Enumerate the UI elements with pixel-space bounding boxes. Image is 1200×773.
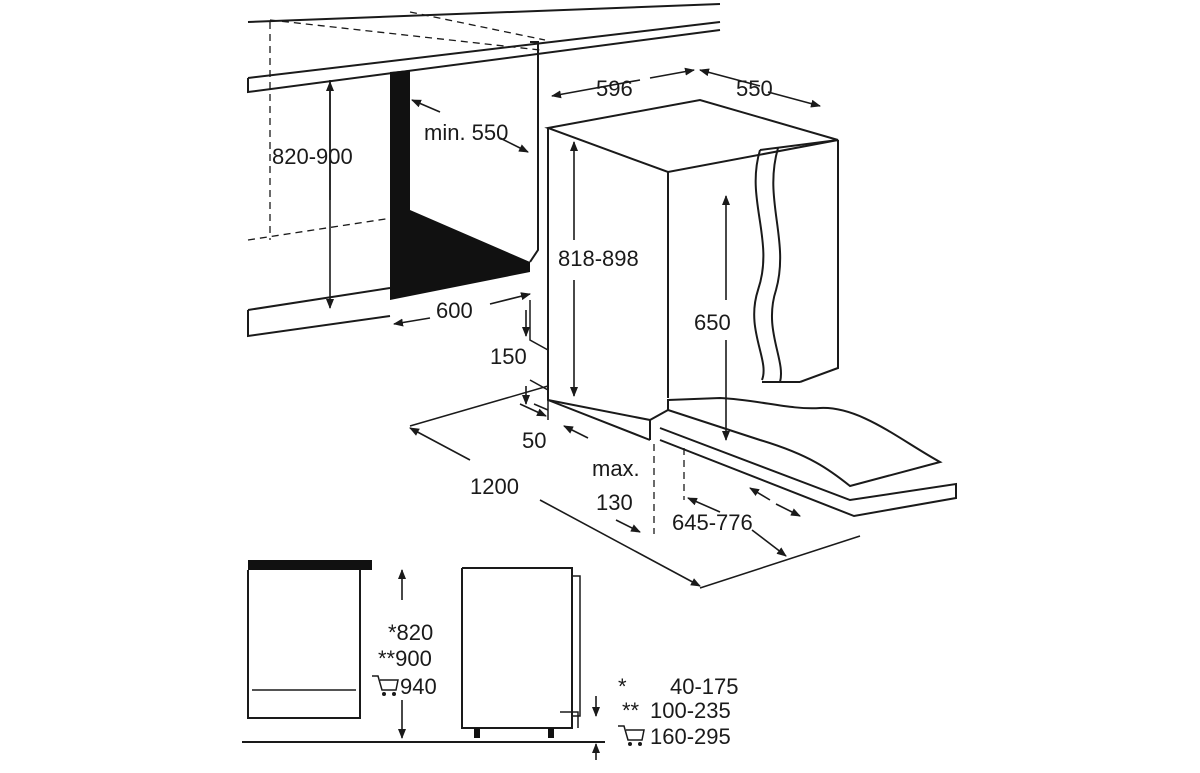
legend-mark-1: * xyxy=(618,674,627,699)
label-total-width: 1200 xyxy=(470,474,519,499)
dim-door-height: 650 xyxy=(694,195,731,441)
dim-width-top: 596 xyxy=(551,67,695,101)
label-plinth-depth: 50 xyxy=(522,428,546,453)
dim-plinth-height: 150 xyxy=(490,310,549,411)
label-depth-top: 550 xyxy=(736,76,773,101)
label-side-900: **900 xyxy=(378,646,432,671)
side-view-dishwasher xyxy=(461,567,581,738)
legend-value-3: 160-295 xyxy=(650,724,731,749)
label-door-height: 650 xyxy=(694,310,731,335)
cart-icon xyxy=(372,675,399,696)
label-door-range: 645-776 xyxy=(672,510,753,535)
legend-value-2: 100-235 xyxy=(650,698,731,723)
dim-plinth-depth: 50 xyxy=(519,403,589,453)
legend-mark-2: ** xyxy=(622,698,640,723)
dim-door-range: 645-776 xyxy=(672,487,801,557)
label-max: max. xyxy=(592,456,640,481)
label-max-value: 130 xyxy=(596,490,633,515)
cabinet-niche xyxy=(247,3,721,338)
label-appliance-height: 818-898 xyxy=(558,246,639,271)
legend: * 40-175 ** 100-235 160-295 xyxy=(618,674,739,749)
label-side-820: *820 xyxy=(388,620,433,645)
label-niche-width: 600 xyxy=(436,298,473,323)
dim-appliance-height: 818-898 xyxy=(558,141,639,397)
dim-niche-width: 600 xyxy=(393,292,531,327)
cart-icon-legend xyxy=(618,725,645,746)
side-view-cabinet xyxy=(242,560,605,743)
dim-depth-top: 550 xyxy=(699,68,821,108)
dim-niche-height: 820-900 xyxy=(272,80,353,309)
dim-max-gap: max. 130 xyxy=(592,444,685,534)
door-panel xyxy=(649,139,957,518)
legend-value-1: 40-175 xyxy=(670,674,739,699)
label-width-top: 596 xyxy=(596,76,633,101)
label-side-940: 940 xyxy=(400,674,437,699)
label-niche-height: 820-900 xyxy=(272,144,353,169)
label-plinth-height: 150 xyxy=(490,344,527,369)
dim-min-depth: min. 550 xyxy=(411,99,529,153)
dim-total-width: 1200 xyxy=(409,385,861,589)
label-min-depth: min. 550 xyxy=(424,120,508,145)
dim-side-height: *820 **900 940 xyxy=(372,569,437,739)
